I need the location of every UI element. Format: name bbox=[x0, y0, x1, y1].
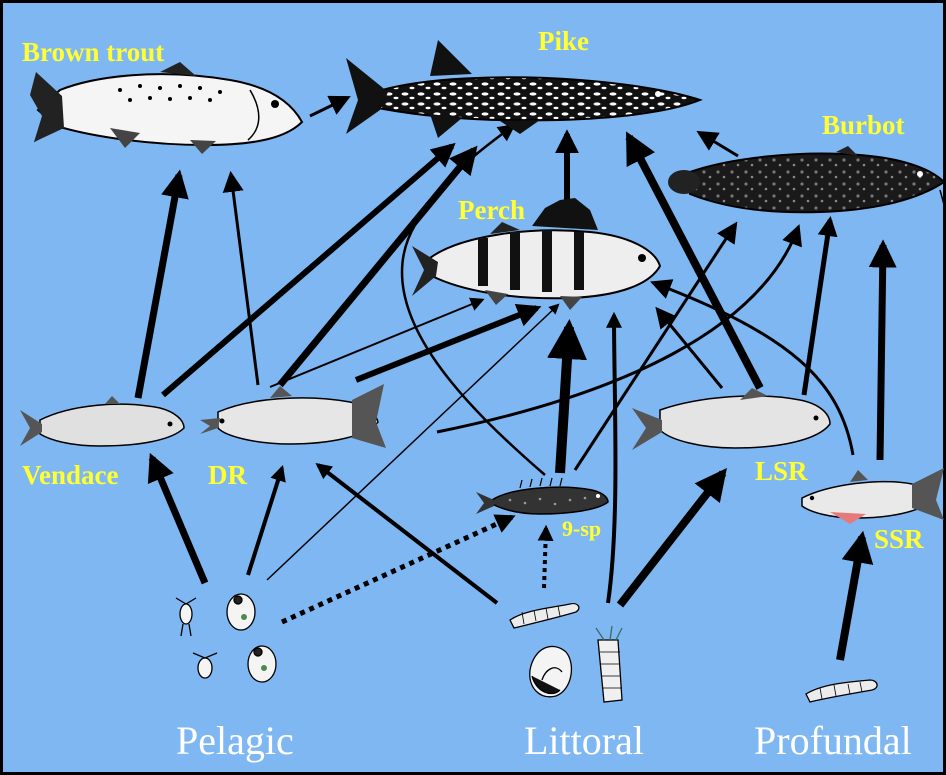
link-vendace-to-pike bbox=[161, 142, 456, 398]
link-burbot-to-pike bbox=[696, 130, 739, 158]
link-brown-trout-to-pike bbox=[309, 95, 351, 118]
perch-label: Perch bbox=[458, 195, 525, 225]
pike-fish-icon bbox=[346, 40, 703, 138]
zooplankton-icons bbox=[175, 593, 277, 683]
link-zooplankton-to-perch bbox=[266, 303, 560, 581]
link-lsr-to-pike bbox=[625, 131, 764, 390]
littoral-label: Littoral bbox=[524, 718, 644, 763]
dr-label: DR bbox=[208, 460, 247, 490]
link-littoral-to-dr bbox=[315, 463, 499, 605]
profundal-label: Profundal bbox=[754, 718, 912, 763]
burbot-fish-icon bbox=[668, 146, 946, 214]
link-zooplankton-to-vendace bbox=[147, 452, 209, 585]
pelagic-label: Pelagic bbox=[176, 718, 294, 763]
nine-spined-stickleback-fish-icon bbox=[476, 477, 609, 515]
nine-sp-label: 9-sp bbox=[562, 516, 601, 541]
perch-fish-icon bbox=[412, 198, 662, 310]
link-zooplankton-to-dr bbox=[246, 464, 286, 576]
ssr-fish-icon bbox=[801, 468, 944, 524]
vendace-fish-icon bbox=[20, 396, 185, 447]
vendace-label: Vendace bbox=[22, 460, 119, 490]
link-littoral-to-9sp bbox=[537, 524, 554, 589]
link-littoral-to-perch bbox=[606, 311, 623, 604]
brown-trout-label: Brown trout bbox=[22, 37, 164, 67]
link-lsr-to-burbot bbox=[801, 216, 838, 396]
burbot-label: Burbot bbox=[822, 110, 905, 140]
dr-fish-icon bbox=[200, 384, 386, 448]
link-9sp-to-burbot bbox=[573, 221, 738, 471]
link-vendace-to-brown-trout bbox=[134, 169, 189, 399]
link-lsr-to-perch bbox=[655, 306, 724, 389]
link-lsr-region-to-burbot bbox=[436, 224, 802, 434]
link-dr-to-brown-trout bbox=[222, 170, 260, 386]
brown-trout-fish-icon bbox=[30, 62, 304, 154]
link-littoral-to-lsr bbox=[616, 467, 727, 608]
profundal-larva-icon bbox=[805, 679, 878, 703]
link-ssr-to-burbot bbox=[868, 239, 897, 461]
link-zooplankton-to-9sp bbox=[280, 514, 516, 625]
link-dr-to-perch-strong bbox=[354, 303, 542, 383]
link-dr-to-perch bbox=[269, 297, 485, 388]
link-ssr-to-perch bbox=[650, 279, 855, 456]
ssr-label: SSR bbox=[874, 524, 924, 554]
feeding-links bbox=[134, 95, 897, 661]
link-9sp-to-pike bbox=[400, 123, 546, 476]
lsr-label: LSR bbox=[755, 456, 808, 486]
lsr-fish-icon bbox=[632, 388, 831, 450]
link-profundal-to-ssr bbox=[836, 530, 874, 661]
littoral-invertebrate-icons bbox=[509, 602, 623, 703]
pike-label: Pike bbox=[538, 26, 589, 56]
